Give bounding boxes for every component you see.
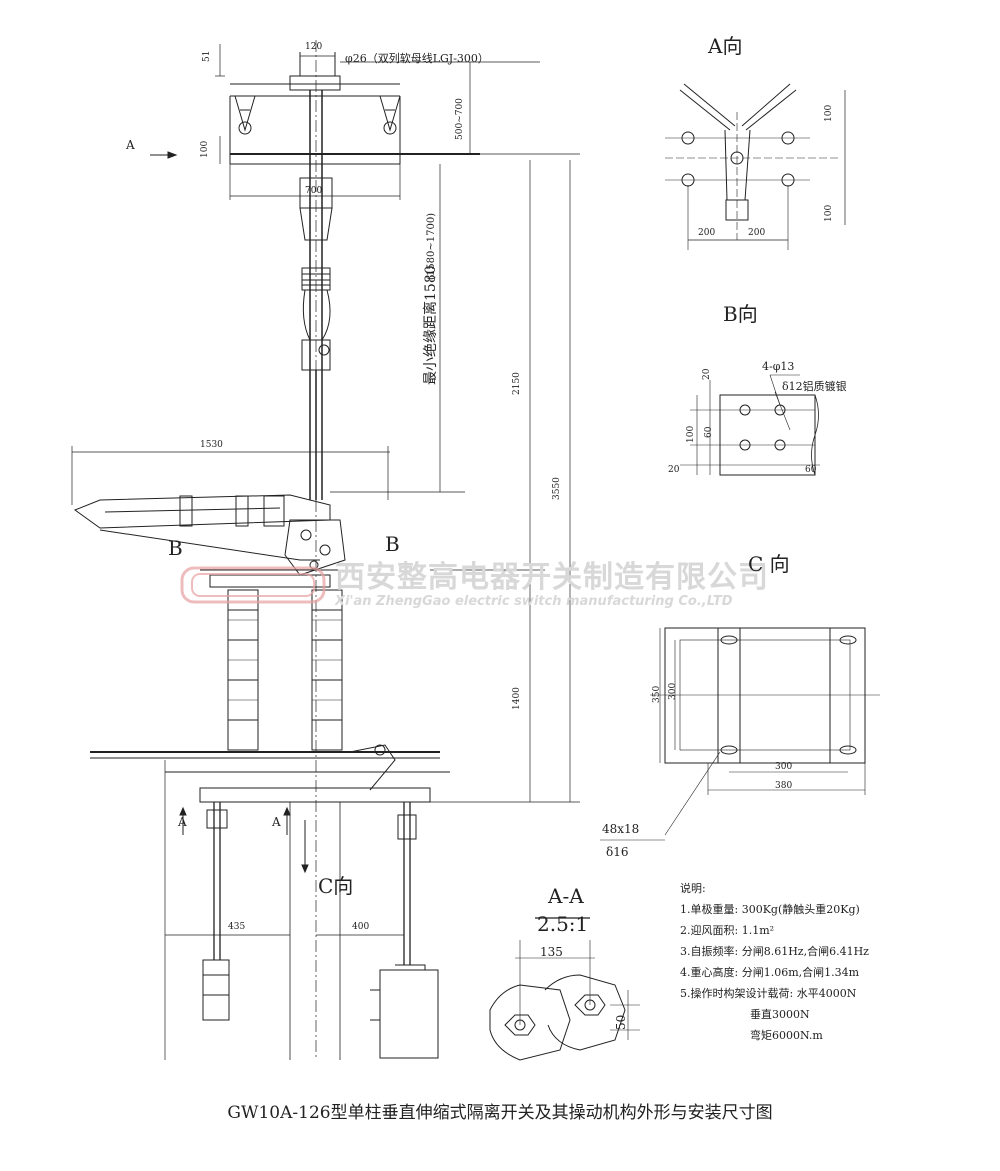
c-view-drawing <box>600 627 880 841</box>
c-dim-300-v: 300 <box>668 682 678 700</box>
marker-a-left: A <box>178 815 187 829</box>
c-dim-380: 380 <box>775 781 793 791</box>
view-arrows <box>150 151 309 874</box>
main-dimension-lines <box>71 44 580 1060</box>
notes-block: 说明: 1.单极重量: 300Kg(静触头重20Kg) 2.迎风面积: 1.1m… <box>680 878 869 1046</box>
note-5: 5.操作时构架设计载荷: 水平4000N <box>680 987 857 1000</box>
marker-b-left: B <box>168 536 183 560</box>
note-5-moment: 弯矩6000N.m <box>750 1029 823 1042</box>
notes-heading: 说明: <box>680 882 706 895</box>
c-slot-size: 48x18 <box>602 822 640 836</box>
dim-2150: 2150 <box>512 372 522 395</box>
watermark-company-cn: 西安整高电器开关制造有限公司 <box>335 560 769 595</box>
b-dim-20-top: 20 <box>702 368 712 380</box>
c-view-detail-label: C 向 <box>748 552 790 576</box>
marker-b-right: B <box>385 532 400 556</box>
aa-scale-label: 2.5:1 <box>537 912 589 936</box>
dim-435: 435 <box>228 922 246 932</box>
a-dim-200-b: 200 <box>748 228 766 238</box>
watermark-company-en: Xi'an ZhengGao electric switch manufactu… <box>335 594 733 609</box>
b-dim-20-bot: 20 <box>668 465 680 475</box>
b-view-drawing <box>680 374 820 476</box>
b-dim-100: 100 <box>686 425 696 443</box>
note-4: 4.重心高度: 分闸1.06m,合闸1.34m <box>680 966 860 979</box>
a-view-drawing <box>665 83 846 250</box>
min-insulation-gap: 最小绝缘距离1580 <box>423 265 439 385</box>
aa-dim-50: 50 <box>614 1014 628 1030</box>
b-view-label: B向 <box>723 302 758 326</box>
a-dim-100-b: 100 <box>824 204 834 222</box>
a-dim-200-a: 200 <box>698 228 716 238</box>
aa-section-drawing <box>489 917 640 1061</box>
dim-1530: 1530 <box>200 440 223 450</box>
dim-phi26-busbar: φ26（双列软母线LGJ-300） <box>345 52 489 65</box>
b-holes-spec: 4-φ13 <box>762 360 795 373</box>
dim-100-top: 100 <box>200 140 210 158</box>
note-3: 3.自振频率: 分闸8.61Hz,合闸6.41Hz <box>680 945 869 958</box>
aa-dim-135: 135 <box>540 945 563 959</box>
b-dim-60-h: 60 <box>805 465 817 475</box>
a-view-label: A向 <box>708 34 743 58</box>
dim-400: 400 <box>352 922 370 932</box>
c-dim-300-h: 300 <box>775 762 793 772</box>
b-dim-60-v: 60 <box>704 426 714 438</box>
dim-500-700: 500~700 <box>455 98 465 140</box>
aa-section-label: A-A <box>548 884 584 908</box>
dim-120: 120 <box>305 42 323 52</box>
c-view-main-label: C向 <box>318 874 354 898</box>
dim-51: 51 <box>202 50 212 62</box>
dim-700: 700 <box>305 186 323 196</box>
note-5-vertical: 垂直3000N <box>750 1008 810 1021</box>
a-dim-100-a: 100 <box>824 104 834 122</box>
c-dim-350: 350 <box>652 685 662 703</box>
main-elevation <box>73 40 480 1060</box>
note-2: 2.迎风面积: 1.1m² <box>680 924 775 937</box>
c-plate-thickness: δ16 <box>606 845 629 859</box>
company-logo <box>180 566 326 604</box>
insulation-gap-range: (1580~1700) <box>426 212 437 280</box>
b-plate-spec: δ12铝质镀银 <box>782 380 847 393</box>
dim-3550: 3550 <box>552 477 562 500</box>
drawing-title: GW10A-126型单柱垂直伸缩式隔离开关及其操动机构外形与安装尺寸图 <box>227 1103 773 1123</box>
marker-a-main: A <box>126 138 135 152</box>
dim-1400: 1400 <box>512 687 522 710</box>
marker-a-right: A <box>272 815 281 829</box>
note-1: 1.单极重量: 300Kg(静触头重20Kg) <box>680 903 860 916</box>
